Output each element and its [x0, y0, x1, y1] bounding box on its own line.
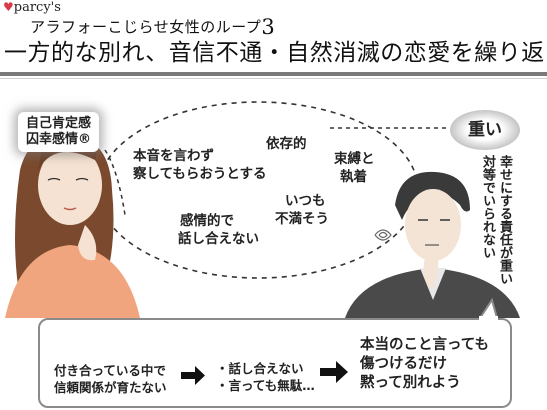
flow-step1-line2: 信頼関係が育たない	[54, 380, 167, 395]
flow-step3: 本当のこと言っても 傷つけるだけ 黙って別れよう	[360, 336, 489, 393]
flow-step2-line1: ・話し合えない	[216, 361, 304, 376]
man-thought-col1: 幸せにする責任が重い	[497, 155, 512, 285]
trait-hide-feelings-line2: 察してもらおうとする	[133, 166, 267, 182]
flow-step1-line1: 付き合っている中で	[54, 363, 166, 378]
subtitle: アラフォーこじらせ女性のループ3	[30, 13, 276, 39]
cloud-blobs	[118, 121, 393, 260]
trait-emotional: 感情的で 話し合えない	[178, 212, 259, 248]
trait-hide-feelings: 本音を言わず 察してもらおうとする	[133, 147, 267, 183]
brand-name: parcy's	[13, 0, 61, 15]
trait-dissatisfied-line1: いつも	[285, 193, 326, 209]
trait-dissatisfied: いつも 不満そう	[275, 192, 329, 228]
subtitle-number: 3	[261, 15, 276, 39]
header-divider-thin	[0, 78, 547, 79]
self-esteem-tag: 自己肯定感 囚幸感情®	[18, 112, 100, 152]
flow-step2-line2: ・言っても無駄…	[216, 378, 315, 393]
flow-step1: 付き合っている中で 信頼関係が育たない	[54, 362, 167, 396]
page-title: 一方的な別れ、音信不通・自然消滅の恋愛を繰り返す	[4, 40, 547, 66]
brand-logo: ♥parcy's	[3, 0, 61, 15]
trait-hide-feelings-line1: 本音を言わず	[133, 148, 214, 164]
man-figure	[345, 171, 520, 318]
self-esteem-tag-line1: 自己肯定感	[26, 116, 92, 131]
trait-restraint: 束縛と 執着	[334, 150, 375, 186]
trait-restraint-line2: 執着	[340, 169, 367, 185]
flow-step3-line1: 本当のこと言っても	[360, 337, 490, 353]
heart-icon: ♥	[3, 0, 14, 14]
subtitle-text: アラフォーこじらせ女性のループ	[30, 18, 262, 36]
flow-step2: ・話し合えない ・言っても無駄…	[216, 360, 315, 394]
woman-figure	[5, 134, 140, 318]
flow-step3-line2: 傷つけるだけ	[360, 356, 447, 372]
heavy-tag: 重い	[450, 110, 520, 150]
trait-restraint-line1: 束縛と	[334, 151, 375, 167]
trait-emotional-line1: 感情的で	[180, 213, 234, 229]
flow-panel	[38, 318, 512, 408]
trait-dependent: 依存的	[266, 136, 307, 152]
self-esteem-tag-line2: 囚幸感情®	[26, 132, 92, 147]
flow-step3-line3: 黙って別れよう	[360, 375, 461, 391]
trait-emotional-line2: 話し合えない	[178, 231, 259, 247]
man-thought-col2: 対等でいられない	[480, 155, 495, 259]
header-divider	[0, 72, 547, 76]
trait-dissatisfied-line2: 不満そう	[275, 211, 329, 227]
